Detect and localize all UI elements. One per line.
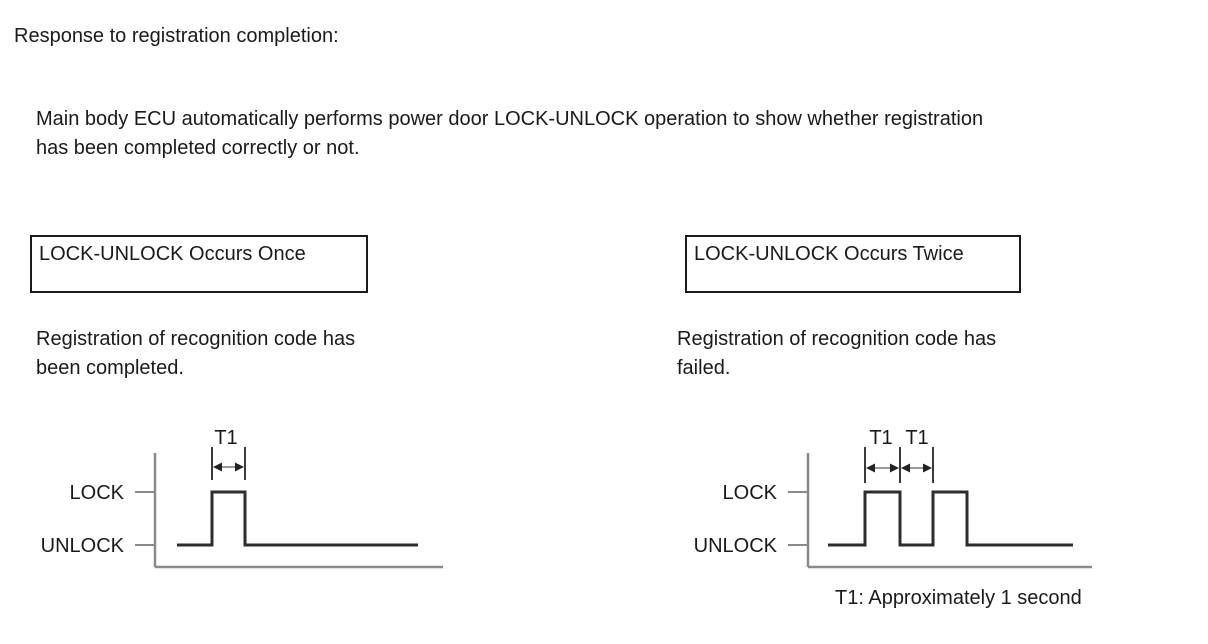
waveform-double-pulse bbox=[828, 490, 1073, 547]
t1-arrowhead-1-right-icon bbox=[890, 463, 899, 473]
t1-definition-note: T1: Approximately 1 second bbox=[835, 587, 1082, 609]
description-paragraph: Main body ECU automatically performs pow… bbox=[36, 108, 984, 159]
unlock-level-label: UNLOCK bbox=[41, 535, 125, 557]
t1-arrowhead-1-left-icon bbox=[866, 463, 875, 473]
waveform-diagram-twice: T1 T1 LOCK UNLOCK bbox=[694, 427, 1092, 569]
caption-completed: Registration of recognition code has bee… bbox=[36, 328, 356, 379]
t1-arrowhead-2-right-icon bbox=[923, 463, 932, 473]
t1-duration-label-1: T1 bbox=[869, 427, 892, 449]
result-box-twice-label: LOCK-UNLOCK Occurs Twice bbox=[694, 243, 964, 265]
waveform-single-pulse bbox=[177, 490, 418, 547]
result-box-once: LOCK-UNLOCK Occurs Once bbox=[30, 235, 368, 293]
caption-failed: Registration of recognition code has fai… bbox=[677, 328, 997, 379]
t1-duration-label: T1 bbox=[214, 427, 237, 449]
t1-duration-label-2: T1 bbox=[905, 427, 928, 449]
result-box-once-label: LOCK-UNLOCK Occurs Once bbox=[39, 243, 306, 265]
lock-level-label: LOCK bbox=[70, 482, 125, 504]
t1-arrowhead-left-icon bbox=[213, 462, 222, 472]
result-box-twice: LOCK-UNLOCK Occurs Twice bbox=[685, 235, 1021, 293]
unlock-level-label: UNLOCK bbox=[694, 535, 778, 557]
lock-level-label: LOCK bbox=[723, 482, 778, 504]
t1-arrowhead-2-left-icon bbox=[901, 463, 910, 473]
waveform-diagram-once: T1 LOCK UNLOCK bbox=[41, 427, 443, 569]
page-title: Response to registration completion: bbox=[14, 25, 339, 47]
t1-arrowhead-right-icon bbox=[235, 462, 244, 472]
